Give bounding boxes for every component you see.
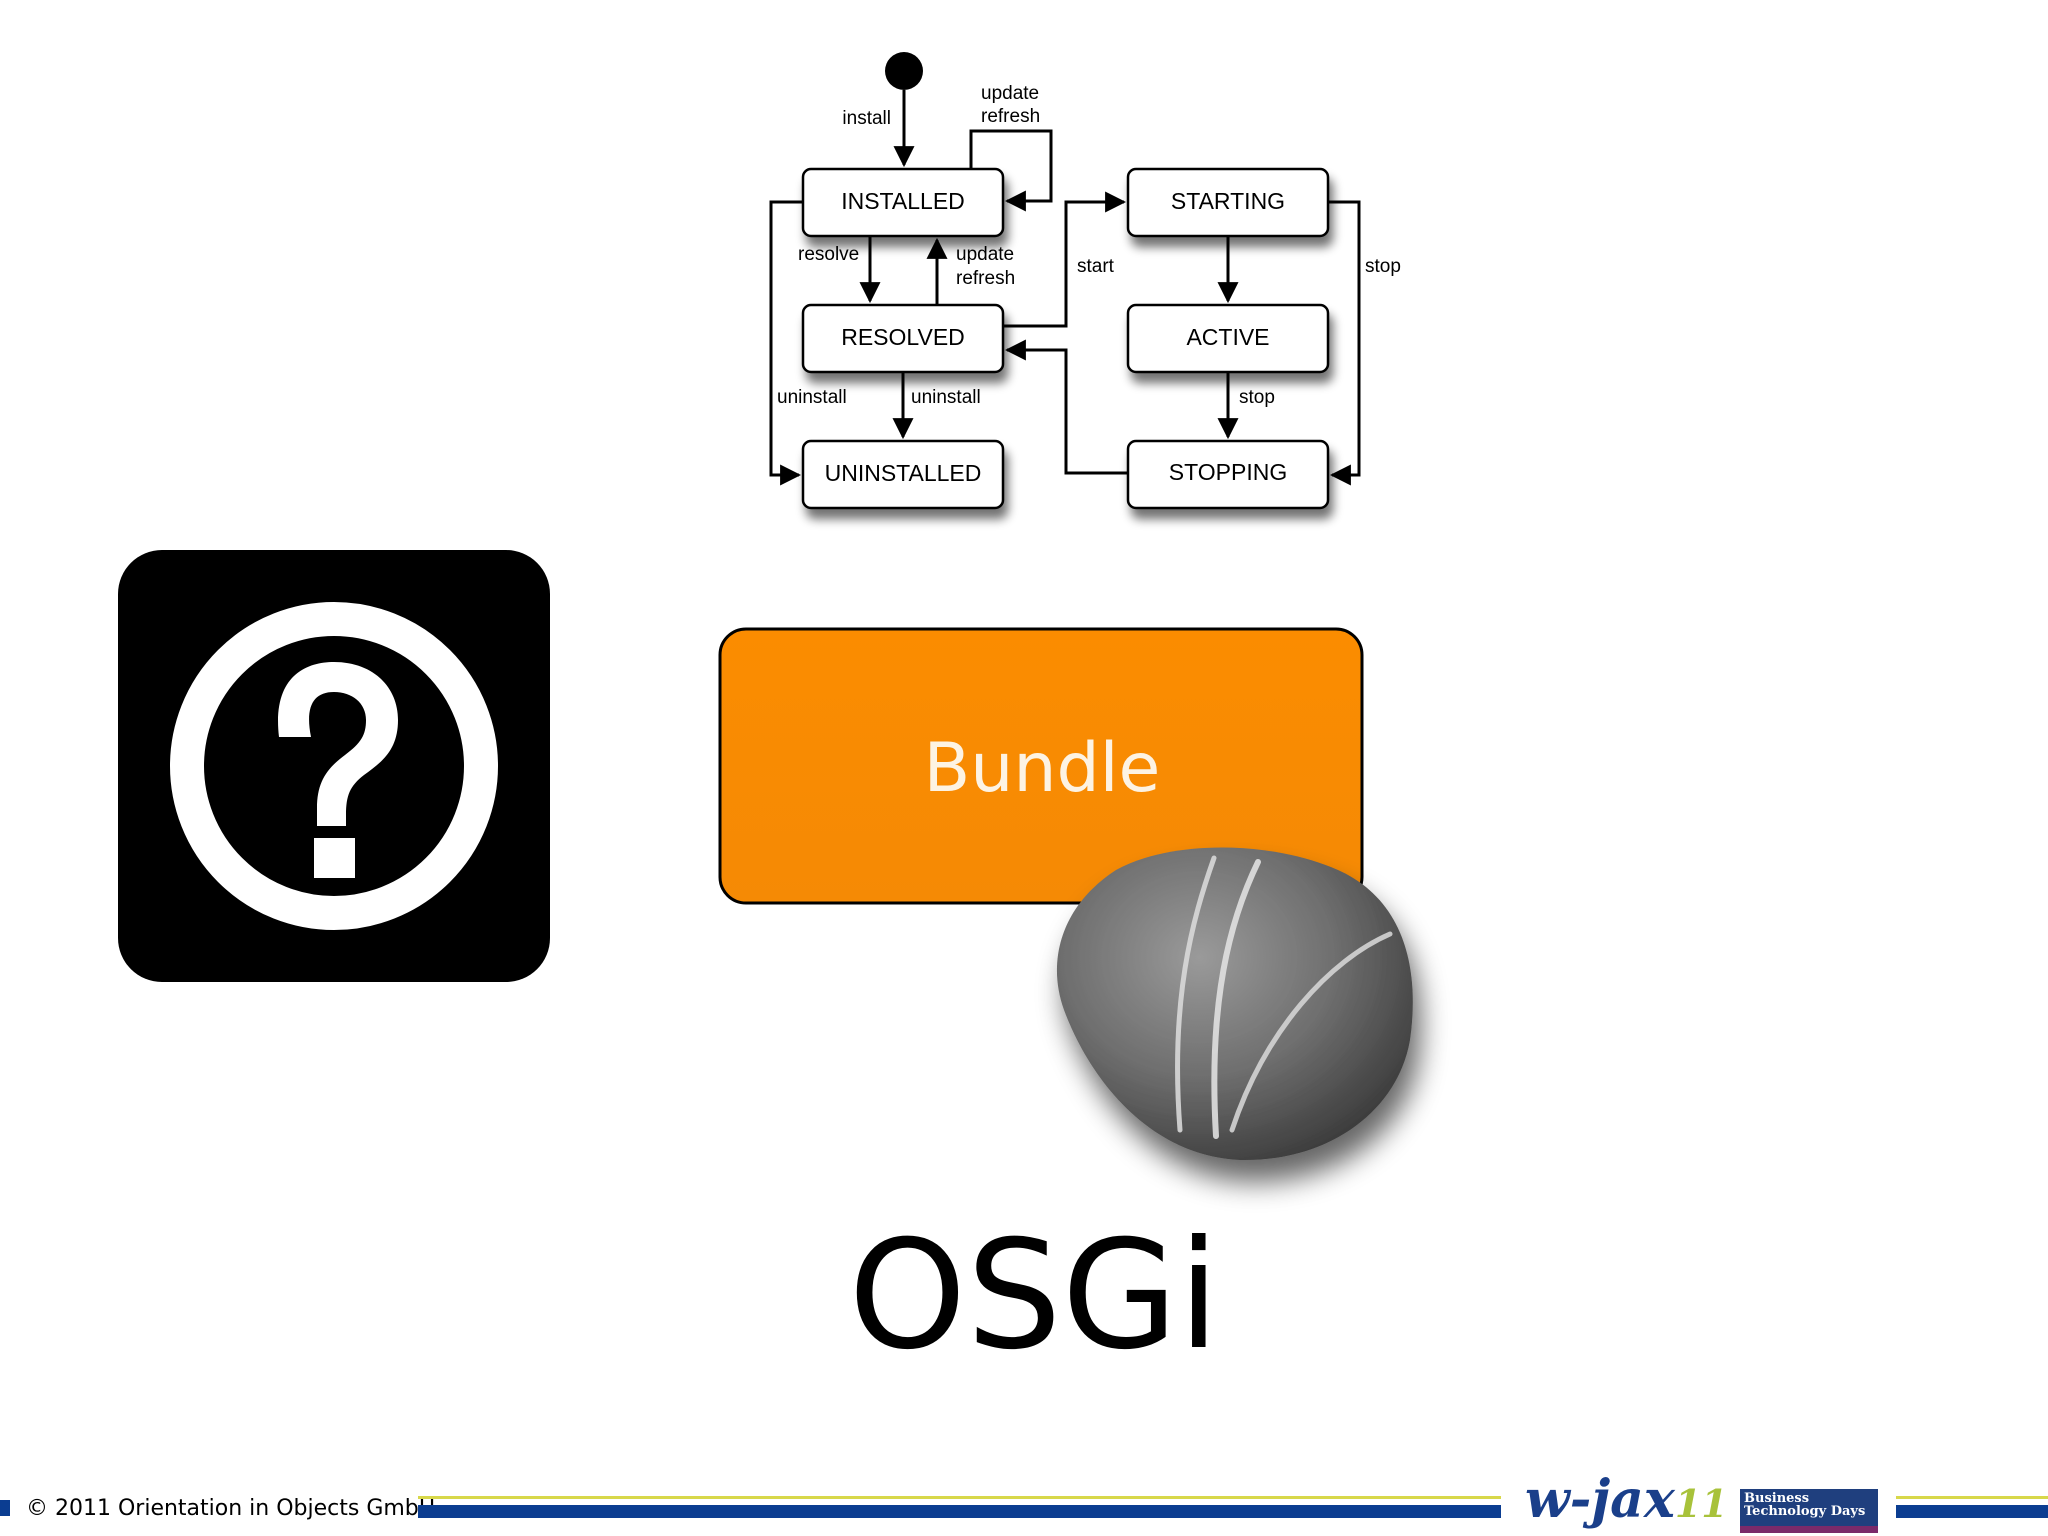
edge-label-refresh-top: refresh [981,106,1040,127]
state-uninstalled: UNINSTALLED [825,460,982,486]
footer-copyright: © 2011 Orientation in Objects GmbH [26,1496,436,1521]
state-active: ACTIVE [1186,324,1269,350]
state-stopping: STOPPING [1169,459,1287,485]
state-starting: STARTING [1171,188,1285,214]
edge-label-resolve: resolve [798,244,859,265]
edge-label-stop-mid: stop [1239,387,1275,408]
edge-stop-starting [1328,200,1361,486]
footer-bar-yellow [418,1496,1501,1499]
edge-stopping-resolved [1004,339,1128,475]
wjax-logo-num: 11 [1674,1481,1728,1526]
btd-logo-line2: Technology Days [1744,1504,1866,1519]
footer-bar-blue-right [1896,1505,2048,1518]
edge-label-uninstall-mid: uninstall [911,387,981,408]
state-resolved: RESOLVED [841,324,965,350]
wjax-logo: w-jax11 [1525,1470,1728,1534]
edge-update-refresh-loop [969,129,1053,212]
edge-label-update-top: update [981,83,1039,104]
bundle-box [718,627,1364,905]
edge-label-refresh-mid: refresh [956,268,1015,289]
edge-label-uninstall-left: uninstall [777,387,847,408]
question-mark-circle-icon [118,550,550,982]
btd-logo-line1: Business [1744,1491,1810,1506]
edge-label-install: install [842,108,891,129]
btd-logo-stripe [1740,1526,1878,1533]
pebble-stone-image [1056,847,1413,1161]
state-uninstalled-box [801,439,1005,510]
edge-label-update-mid: update [956,244,1014,265]
edge-uninstall-installed [769,200,803,486]
wjax-logo-text: w-jax [1525,1469,1675,1530]
edge-label-stop-right: stop [1365,256,1401,277]
edge-label-start: start [1077,256,1115,277]
bundle-label: Bundle [924,729,1161,808]
state-installed: INSTALLED [841,188,965,214]
footer-bar-blue [418,1505,1501,1518]
edge-start [1003,191,1127,328]
footer-bar-yellow-right [1896,1496,2048,1499]
btd-logo: Business Technology Days [1740,1489,1878,1533]
footer-bar-left [0,1500,10,1516]
page-title: OSGi [848,1209,1220,1383]
initial-node [885,52,923,90]
